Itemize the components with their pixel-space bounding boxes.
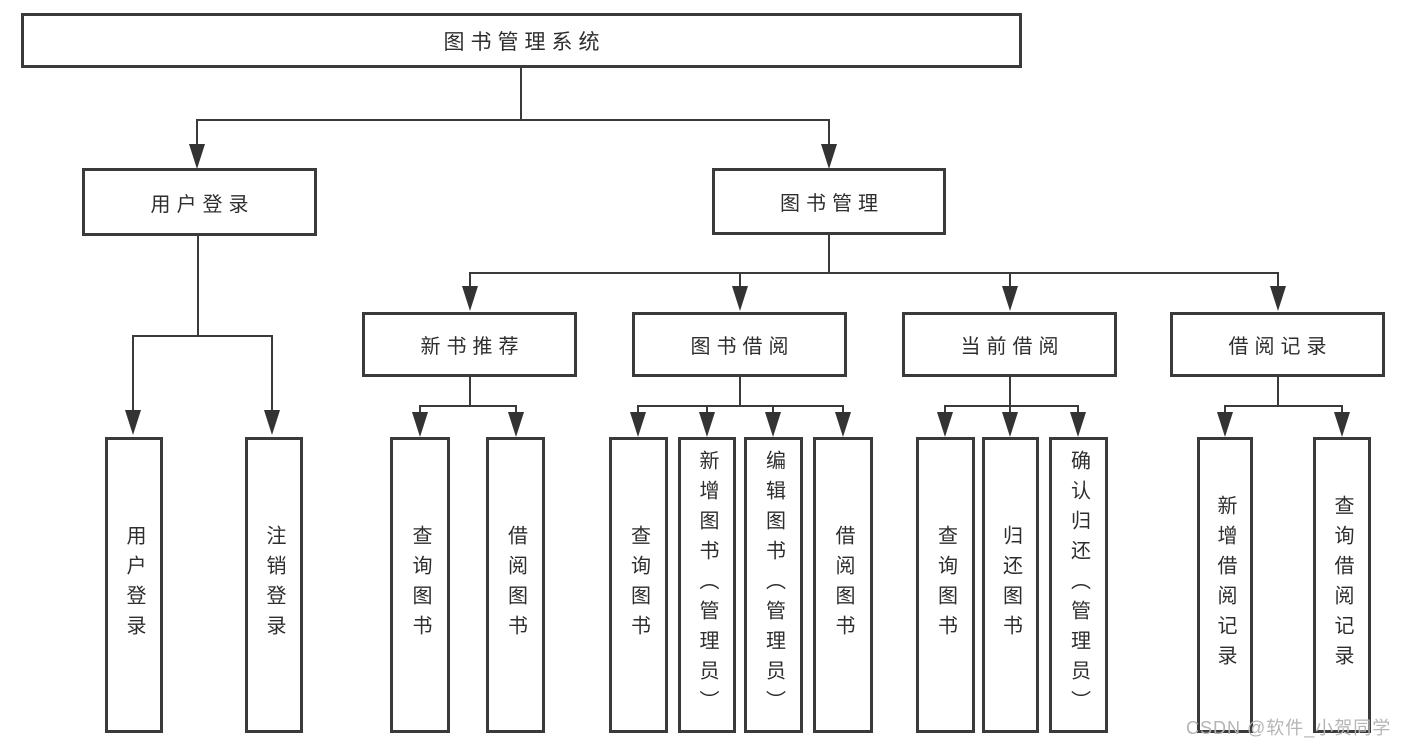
connector-nb-borrow-stem bbox=[515, 405, 517, 415]
connector-cb-confirm-stem bbox=[1077, 405, 1079, 415]
arrowhead-to-borrow-records bbox=[1270, 286, 1286, 311]
leaf-records-add-borrow-record: 新增借阅记录 bbox=[1197, 437, 1253, 733]
connector-new-books-bus bbox=[419, 405, 517, 407]
leaf-new-books-query-books: 查询图书 bbox=[390, 437, 450, 733]
arrowhead-to-br-add bbox=[1217, 412, 1233, 437]
connector-borrow-records-bus bbox=[1224, 405, 1343, 407]
connector-book-mgmt-down bbox=[828, 235, 830, 274]
leaf-records-query-borrow-record-label: 查询借阅记录 bbox=[1331, 495, 1353, 675]
connector-cb-query-stem bbox=[944, 405, 946, 415]
leaf-logout: 注销登录 bbox=[245, 437, 303, 733]
connector-new-books-down bbox=[469, 377, 471, 407]
connector-root-stem bbox=[520, 68, 522, 121]
leaf-current-borrow-confirm-return-admin: 确认归还（管理员） bbox=[1049, 437, 1108, 733]
leaf-logout-label: 注销登录 bbox=[263, 525, 285, 645]
arrowhead-to-cb-query bbox=[937, 412, 953, 437]
leaf-user-login: 用户登录 bbox=[105, 437, 163, 733]
connector-borrow-records-stem bbox=[1277, 272, 1279, 289]
connector-book-borrow-bus bbox=[637, 405, 844, 407]
node-book-management: 图书管理 bbox=[712, 168, 946, 235]
arrowhead-to-bb-query bbox=[630, 412, 646, 437]
arrowhead-to-bb-add bbox=[699, 412, 715, 437]
leaf-book-borrow-query-books-label: 查询图书 bbox=[627, 525, 650, 645]
node-user-login: 用户登录 bbox=[82, 168, 317, 236]
leaf-current-borrow-return-books-label: 归还图书 bbox=[999, 525, 1022, 645]
connector-bb-add-stem bbox=[706, 405, 708, 415]
arrowhead-to-user-login bbox=[189, 144, 205, 169]
connector-current-borrow-stem bbox=[1009, 272, 1011, 289]
arrowhead-to-new-books bbox=[462, 286, 478, 311]
connector-user-login-down bbox=[197, 236, 199, 337]
arrowhead-to-current-borrow bbox=[1002, 286, 1018, 311]
arrowhead-to-bb-borrow bbox=[835, 412, 851, 437]
leaf-book-borrow-borrow-books-label: 借阅图书 bbox=[832, 525, 854, 645]
connector-new-books-stem bbox=[469, 272, 471, 289]
leaf-current-borrow-query-books: 查询图书 bbox=[916, 437, 975, 733]
connector-book-mgmt-stem bbox=[828, 119, 830, 147]
arrowhead-to-book-mgmt bbox=[821, 144, 837, 169]
leaf-current-borrow-return-books: 归还图书 bbox=[982, 437, 1039, 733]
arrowhead-to-br-query bbox=[1334, 412, 1350, 437]
node-current-borrowing: 当前借阅 bbox=[902, 312, 1117, 377]
arrowhead-to-ul-login bbox=[125, 410, 141, 435]
arrowhead-to-bb-edit bbox=[765, 412, 781, 437]
arrowhead-to-ul-logout bbox=[264, 410, 280, 435]
connector-level2-bus bbox=[196, 119, 830, 121]
connector-current-borrow-bus bbox=[944, 405, 1079, 407]
leaf-book-borrow-edit-books-admin: 编辑图书（管理员） bbox=[744, 437, 803, 733]
connector-current-borrow-down bbox=[1009, 377, 1011, 407]
arrowhead-to-cb-confirm bbox=[1070, 412, 1086, 437]
leaf-new-books-query-books-label: 查询图书 bbox=[409, 525, 431, 645]
connector-cb-return-stem bbox=[1009, 405, 1011, 415]
connector-borrow-records-down bbox=[1277, 377, 1279, 407]
node-book-borrowing: 图书借阅 bbox=[632, 312, 847, 377]
connector-user-login-stem bbox=[196, 119, 198, 147]
connector-ul-login-stem bbox=[132, 335, 134, 413]
leaf-book-borrow-borrow-books: 借阅图书 bbox=[813, 437, 873, 733]
node-library-management-system: 图书管理系统 bbox=[21, 13, 1022, 68]
node-new-book-recommendation: 新书推荐 bbox=[362, 312, 577, 377]
arrowhead-to-nb-borrow bbox=[508, 412, 524, 437]
node-borrowing-records: 借阅记录 bbox=[1170, 312, 1385, 377]
leaf-book-borrow-query-books: 查询图书 bbox=[609, 437, 668, 733]
arrowhead-to-cb-return bbox=[1002, 412, 1018, 437]
connector-book-borrow-stem bbox=[739, 272, 741, 289]
leaf-current-borrow-confirm-return-admin-label: 确认归还（管理员） bbox=[1067, 450, 1090, 720]
arrowhead-to-book-borrow bbox=[732, 286, 748, 311]
connector-level3-bus bbox=[469, 272, 1279, 274]
connector-br-add-stem bbox=[1224, 405, 1226, 415]
connector-book-borrow-down bbox=[739, 377, 741, 407]
leaf-records-add-borrow-record-label: 新增借阅记录 bbox=[1214, 495, 1236, 675]
leaf-book-borrow-add-books-admin-label: 新增图书（管理员） bbox=[696, 450, 718, 720]
connector-nb-query-stem bbox=[419, 405, 421, 415]
csdn-watermark: CSDN @软件_小贺同学 bbox=[1186, 718, 1392, 738]
leaf-current-borrow-query-books-label: 查询图书 bbox=[934, 525, 957, 645]
connector-br-query-stem bbox=[1341, 405, 1343, 415]
leaf-book-borrow-edit-books-admin-label: 编辑图书（管理员） bbox=[762, 450, 785, 720]
connector-bb-edit-stem bbox=[772, 405, 774, 415]
connector-user-login-bus bbox=[132, 335, 273, 337]
connector-bb-query-stem bbox=[637, 405, 639, 415]
connector-ul-logout-stem bbox=[271, 335, 273, 413]
leaf-user-login-label: 用户登录 bbox=[123, 525, 145, 645]
leaf-new-books-borrow-books-label: 借阅图书 bbox=[504, 525, 527, 645]
leaf-records-query-borrow-record: 查询借阅记录 bbox=[1313, 437, 1371, 733]
leaf-book-borrow-add-books-admin: 新增图书（管理员） bbox=[678, 437, 736, 733]
connector-bb-borrow-stem bbox=[842, 405, 844, 415]
leaf-new-books-borrow-books: 借阅图书 bbox=[486, 437, 545, 733]
arrowhead-to-nb-query bbox=[412, 412, 428, 437]
